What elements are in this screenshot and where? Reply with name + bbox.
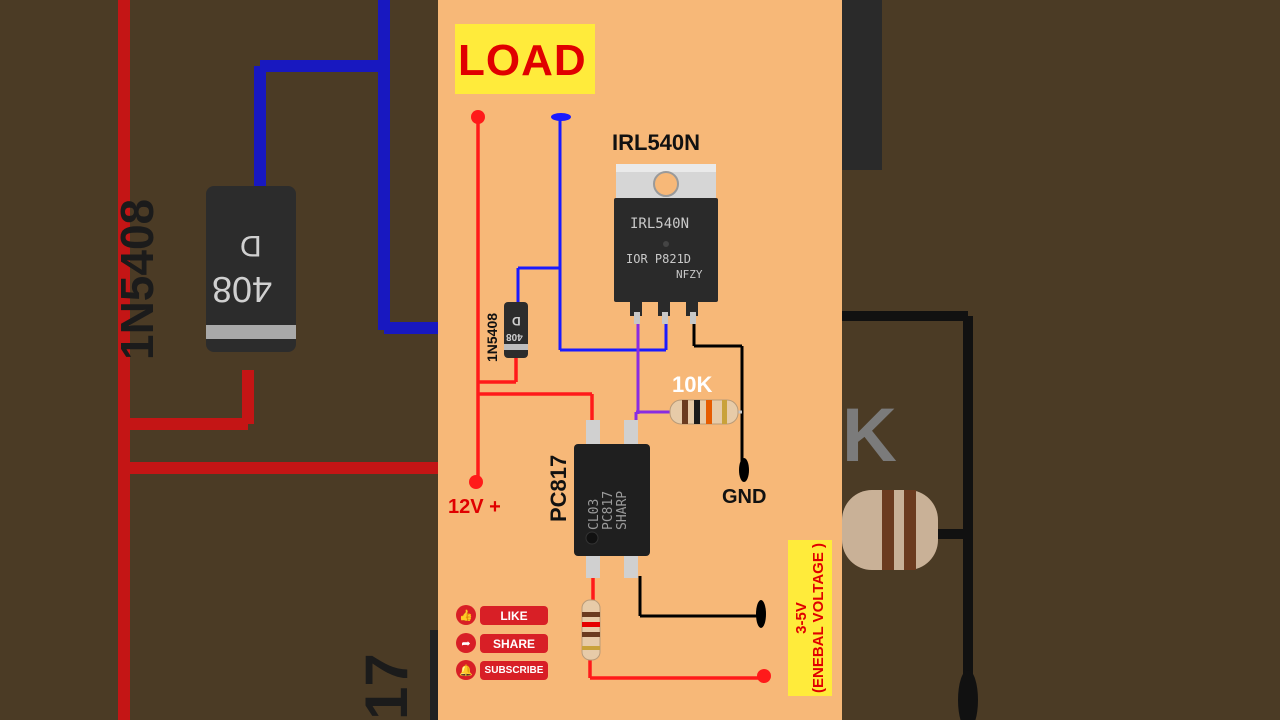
- diode-marking-letter: D: [512, 314, 521, 328]
- optocoupler-label: PC817: [546, 454, 571, 522]
- circuit-diagram: [469, 110, 771, 683]
- supply-positive-terminal: [469, 475, 483, 489]
- load-label: LOAD: [458, 36, 587, 85]
- red-wires: [476, 118, 764, 680]
- enable-voltage-line1: 3-5V: [793, 602, 810, 634]
- mosfet-marking-line1: IRL540N: [630, 216, 690, 232]
- left-background-diode-label: 1N5408: [111, 198, 163, 360]
- subscribe-button[interactable]: SUBSCRIBE: [480, 661, 548, 680]
- ground-label: GND: [722, 486, 767, 508]
- opto-marking-line1: CL03: [587, 498, 602, 530]
- diode-marking-body: 408: [506, 331, 523, 342]
- black-wires: [638, 320, 760, 618]
- diode-label: 1N5408: [484, 312, 500, 362]
- enable-voltage-label: 3-5V (ENEBAL VOLTAGE ): [793, 543, 827, 693]
- mosfet-marking-line2: IOR P821D: [626, 252, 692, 266]
- opto-marking-line2: PC817: [601, 490, 616, 530]
- right-background-wires: [842, 0, 978, 720]
- like-icon[interactable]: 👍: [456, 605, 476, 625]
- load-positive-terminal: [471, 110, 485, 124]
- input-resistor: [581, 599, 601, 661]
- supply-label: 12V +: [448, 496, 501, 518]
- share-button[interactable]: SHARE: [480, 634, 548, 653]
- blue-wires: [516, 117, 668, 352]
- enable-negative-terminal: [756, 600, 766, 628]
- bell-icon[interactable]: 🔔: [456, 660, 476, 680]
- mosfet-label: IRL540N: [612, 130, 701, 155]
- resistor-label: 10K: [672, 372, 713, 397]
- opto-marking-line3: SHARP: [615, 490, 630, 530]
- load-negative-terminal: [551, 113, 571, 121]
- like-button[interactable]: LIKE: [480, 606, 548, 625]
- enable-voltage-line2: (ENEBAL VOLTAGE ): [810, 543, 827, 693]
- enable-positive-terminal: [757, 669, 771, 683]
- mosfet-marking-line3: NFZY: [676, 268, 703, 281]
- right-background-zoom: K: [842, 0, 1280, 720]
- share-icon[interactable]: ➦: [456, 633, 476, 653]
- left-background-opto-label: 17: [353, 653, 420, 720]
- enable-voltage-highlight: [788, 540, 832, 696]
- left-background-wires: [118, 0, 438, 720]
- load-highlight: [455, 24, 595, 94]
- irl540n-mosfet: [614, 164, 718, 324]
- opto-marking: CL03 PC817 SHARP: [587, 470, 630, 530]
- pc817-optocoupler: [574, 420, 650, 578]
- right-background-resistor-label: K: [842, 393, 897, 478]
- left-background-diode-marking: 408: [212, 269, 273, 310]
- circuit-panel: LOAD: [438, 0, 842, 720]
- left-background-zoom: 1N5408 408 D 17: [0, 0, 438, 720]
- 1n5408-diode: [504, 302, 528, 358]
- 10k-resistor: [669, 399, 742, 425]
- ground-terminal: [739, 458, 749, 482]
- left-background-diode-letter: D: [240, 229, 262, 262]
